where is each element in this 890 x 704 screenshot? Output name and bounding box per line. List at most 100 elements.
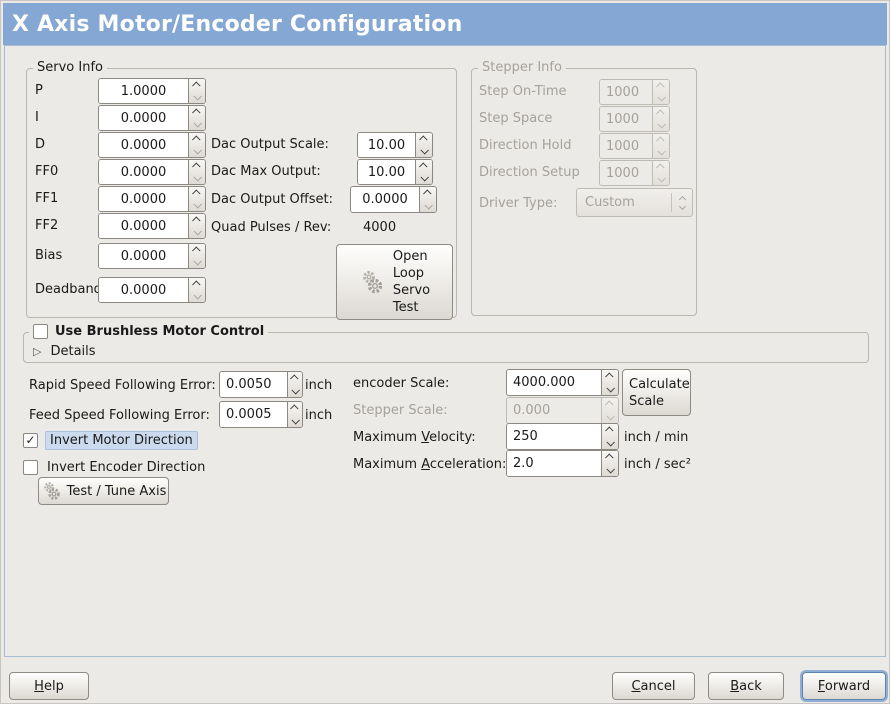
spin-up-button[interactable] — [416, 160, 432, 172]
bias-input[interactable] — [99, 244, 188, 268]
step-on-time-spinner — [652, 80, 669, 104]
dac-output-scale-spinbox — [357, 132, 433, 158]
stepper-scale-input — [507, 398, 601, 423]
spin-up-button[interactable] — [189, 187, 205, 199]
feed-following-error-input[interactable] — [220, 402, 287, 427]
step-on-time-label: Step On-Time — [479, 84, 567, 99]
spin-down-button[interactable] — [189, 256, 205, 268]
ff0-input[interactable] — [99, 160, 188, 184]
test-tune-axis-label: Test / Tune Axis — [66, 483, 167, 499]
forward-button[interactable]: Forward — [802, 672, 886, 700]
spin-up-button[interactable] — [602, 451, 618, 464]
spin-down-button[interactable] — [189, 145, 205, 157]
checkmark-icon: ✓ — [25, 433, 36, 447]
maximum-velocity-spinbox — [506, 423, 619, 450]
d-spinbox — [98, 132, 206, 158]
spin-up-button[interactable] — [602, 370, 618, 383]
stepper-scale-spinner — [601, 398, 618, 423]
servo-info-legend: Servo Info — [33, 60, 107, 75]
spin-up-button[interactable] — [189, 244, 205, 256]
spin-down-button[interactable] — [288, 385, 302, 398]
rapid-following-error-input[interactable] — [220, 372, 287, 397]
step-on-time-input — [600, 80, 652, 104]
expander-arrow-icon: ▷ — [33, 344, 42, 358]
ff2-label: FF2 — [35, 218, 59, 233]
spin-down-button[interactable] — [189, 290, 205, 302]
deadband-spinner — [188, 278, 205, 302]
spin-down-button[interactable] — [602, 383, 618, 396]
spin-up-button[interactable] — [416, 133, 432, 145]
spin-down-button[interactable] — [602, 437, 618, 450]
spin-down-button[interactable] — [420, 200, 436, 213]
help-button[interactable]: Help — [9, 672, 89, 700]
ff2-input[interactable] — [99, 214, 188, 238]
use-brushless-checkbox[interactable] — [33, 324, 48, 339]
quad-pulses-value: 4000 — [363, 220, 397, 235]
spin-up-button[interactable] — [189, 133, 205, 145]
spin-up-button[interactable] — [602, 424, 618, 437]
maximum-acceleration-unit: inch / sec² — [624, 457, 692, 472]
encoder-scale-label: encoder Scale: — [353, 376, 450, 391]
stepper-scale-spinbox — [506, 397, 619, 424]
encoder-scale-spinbox — [506, 369, 619, 396]
ff2-spinner — [188, 214, 205, 238]
rapid-following-error-spinbox — [219, 371, 303, 398]
ff1-spinbox — [98, 186, 206, 212]
spin-down-button[interactable] — [189, 199, 205, 211]
spin-down-button[interactable] — [416, 172, 432, 184]
spin-up-button[interactable] — [420, 187, 436, 200]
step-on-time-spinbox — [599, 79, 670, 105]
spin-up-button[interactable] — [189, 160, 205, 172]
back-button[interactable]: Back — [708, 672, 784, 700]
invert-encoder-checkbox[interactable] — [23, 459, 38, 475]
dac-max-output-input[interactable] — [358, 160, 415, 184]
invert-motor-label[interactable]: Invert Motor Direction — [45, 430, 198, 450]
dac-output-scale-input[interactable] — [358, 133, 415, 157]
help-button-label: Help — [34, 678, 64, 694]
gears-icon — [43, 482, 60, 500]
bias-label: Bias — [35, 248, 63, 263]
driver-type-value: Custom — [585, 195, 635, 210]
i-input[interactable] — [99, 106, 188, 130]
spin-down-button[interactable] — [288, 415, 302, 428]
invert-motor-direction-row[interactable]: ✓ Invert Motor Direction — [23, 430, 198, 450]
dac-output-offset-input[interactable] — [351, 187, 419, 212]
spin-down-button[interactable] — [602, 464, 618, 477]
use-brushless-motor-control-checkbox-row[interactable]: Use Brushless Motor Control — [29, 322, 269, 341]
details-expander[interactable]: ▷ Details — [33, 341, 96, 361]
invert-encoder-label[interactable]: Invert Encoder Direction — [47, 459, 206, 475]
spin-up-button[interactable] — [288, 402, 302, 415]
spin-up-button[interactable] — [189, 278, 205, 290]
maximum-velocity-spinner — [601, 424, 618, 449]
maximum-velocity-input[interactable] — [507, 424, 601, 449]
spin-down-button[interactable] — [189, 91, 205, 103]
spin-down-button[interactable] — [189, 118, 205, 130]
spin-up-button[interactable] — [189, 106, 205, 118]
cancel-button[interactable]: Cancel — [612, 672, 695, 700]
open-loop-servo-test-button[interactable]: Open Loop Servo Test — [336, 244, 453, 320]
spin-up-button[interactable] — [189, 79, 205, 91]
spin-down-button[interactable] — [416, 145, 432, 157]
rapid-following-error-spinner — [287, 372, 302, 397]
p-input[interactable] — [99, 79, 188, 103]
calculate-scale-button[interactable]: Calculate Scale — [622, 369, 691, 416]
calculate-scale-label: Calculate Scale — [629, 376, 690, 409]
d-input[interactable] — [99, 133, 188, 157]
spin-down-button[interactable] — [189, 226, 205, 238]
rapid-following-error-label: Rapid Speed Following Error: — [29, 378, 216, 393]
spin-up-button[interactable] — [189, 214, 205, 226]
ff1-label: FF1 — [35, 191, 59, 206]
content-frame-border — [4, 45, 886, 657]
invert-encoder-direction-row[interactable]: Invert Encoder Direction — [23, 457, 205, 477]
test-tune-axis-button[interactable]: Test / Tune Axis — [38, 477, 169, 505]
spin-down-button[interactable] — [189, 172, 205, 184]
invert-motor-checkbox[interactable]: ✓ — [23, 432, 38, 448]
spin-up-button[interactable] — [288, 372, 302, 385]
spin-up-button — [653, 107, 669, 119]
spin-down-button — [653, 92, 669, 104]
deadband-input[interactable] — [99, 278, 188, 302]
encoder-scale-input[interactable] — [507, 370, 601, 395]
ff1-input[interactable] — [99, 187, 188, 211]
maximum-acceleration-input[interactable] — [507, 451, 601, 476]
